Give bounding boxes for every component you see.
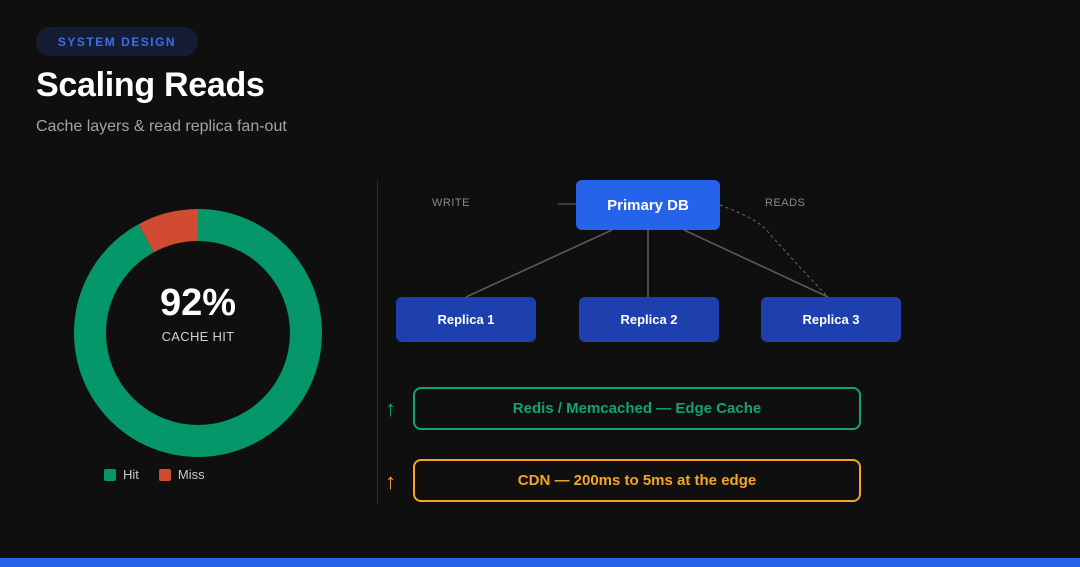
up-arrow-icon: ↑ bbox=[385, 396, 396, 421]
chart-legend: Hit Miss bbox=[104, 467, 205, 482]
section-divider bbox=[377, 180, 378, 504]
donut-slice-miss bbox=[74, 209, 322, 457]
reads-dashed-connector bbox=[719, 204, 829, 298]
replica-1-node: Replica 1 bbox=[396, 297, 536, 342]
legend-label-miss: Miss bbox=[177, 467, 205, 482]
primary-db-node: Primary DB bbox=[576, 180, 720, 230]
page-subtitle: Cache layers & read replica fan-out bbox=[36, 118, 287, 135]
legend-swatch-miss bbox=[158, 468, 171, 481]
write-label: WRITE bbox=[432, 197, 470, 209]
connector-primary-replica-1 bbox=[465, 229, 613, 298]
legend-label-hit: Hit bbox=[123, 467, 139, 482]
category-tag: SYSTEM DESIGN bbox=[36, 27, 198, 56]
replica-2-node: Replica 2 bbox=[579, 297, 719, 342]
connector-primary-replica-3 bbox=[683, 229, 829, 298]
cdn-layer: CDN — 200ms to 5ms at the edge bbox=[413, 459, 861, 502]
legend-item-miss: Miss bbox=[158, 467, 205, 482]
cache-hit-donut-chart bbox=[74, 209, 322, 457]
donut-value: 92% bbox=[159, 282, 237, 324]
edge-cache-layer: Redis / Memcached — Edge Cache bbox=[413, 387, 861, 430]
accent-bar bbox=[0, 558, 1080, 567]
page-title: Scaling Reads bbox=[36, 66, 265, 104]
replica-3-node: Replica 3 bbox=[761, 297, 901, 342]
donut-caption: CACHE HIT bbox=[161, 328, 235, 344]
legend-item-hit: Hit bbox=[104, 467, 139, 482]
reads-label: READS bbox=[765, 197, 806, 209]
up-arrow-icon: ↑ bbox=[385, 469, 396, 494]
donut-center: 92% CACHE HIT bbox=[98, 282, 298, 344]
legend-swatch-hit bbox=[104, 468, 116, 481]
